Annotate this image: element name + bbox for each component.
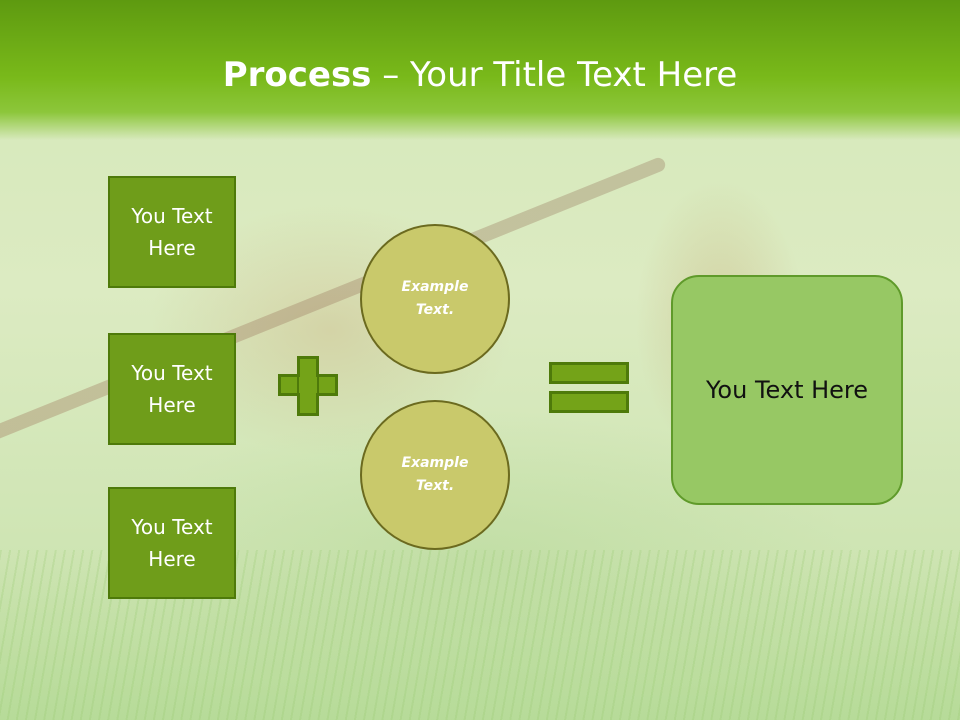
left-text-box-2[interactable]: You Text Here xyxy=(108,333,236,445)
left-text-box-1[interactable]: You Text Here xyxy=(108,176,236,288)
left-text-box-3[interactable]: You Text Here xyxy=(108,487,236,599)
title-bar: Process – Your Title Text Here xyxy=(0,0,960,140)
result-text-box[interactable]: You Text Here xyxy=(671,275,903,505)
title-bold-part: Process xyxy=(222,55,372,95)
example-circle-1[interactable]: Example Text. xyxy=(360,224,510,374)
example-circle-2[interactable]: Example Text. xyxy=(360,400,510,550)
title-rest-part: – Your Title Text Here xyxy=(371,55,738,95)
slide-title[interactable]: Process – Your Title Text Here xyxy=(0,52,960,98)
